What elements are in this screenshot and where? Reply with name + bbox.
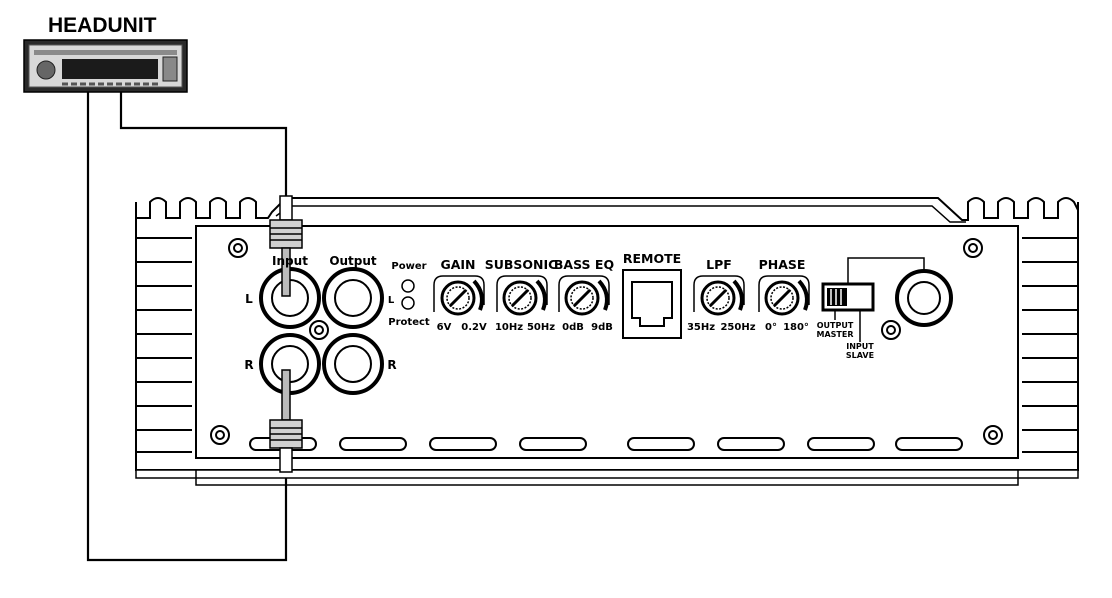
lpf-label: LPF: [706, 257, 732, 272]
screw-icon: [881, 320, 901, 340]
headunit-knob-icon: [36, 60, 56, 80]
output-jack-left[interactable]: [322, 267, 384, 329]
rca-plug-left: [269, 195, 303, 297]
phase-label: PHASE: [759, 257, 806, 272]
phase-max-label: 180°: [783, 322, 809, 333]
rj45-port-icon[interactable]: [631, 281, 673, 327]
switch-slider[interactable]: [827, 288, 847, 306]
screw-icon: [210, 425, 230, 445]
cable-left: [119, 92, 288, 198]
phase-control: PHASE 0° 180°: [758, 257, 810, 333]
led-l-label: L: [388, 295, 395, 306]
bass-eq-max-label: 9dB: [591, 322, 613, 333]
rca-cables: [86, 92, 288, 562]
switch-master-label: MASTER: [817, 330, 854, 339]
bass-eq-label: BASS EQ: [554, 257, 614, 272]
output-channel-right-label: R: [387, 358, 396, 372]
switch-slave-label: SLAVE: [846, 351, 874, 360]
rca-jacks: [259, 267, 953, 395]
gain-control: GAIN 6V 0.2V: [433, 257, 487, 333]
channel-left-label: L: [245, 292, 253, 306]
protect-label: Protect: [388, 317, 430, 328]
headunit: [23, 39, 188, 93]
power-led-icon: [401, 279, 415, 293]
gain-min-label: 6V: [437, 322, 452, 333]
subsonic-knob[interactable]: [502, 280, 538, 316]
phase-min-label: 0°: [765, 322, 777, 333]
power-label: Power: [391, 261, 426, 272]
bass-eq-knob[interactable]: [564, 280, 600, 316]
subsonic-control: SUBSONIC 10Hz 50Hz: [485, 257, 558, 333]
remote-port: REMOTE: [622, 251, 682, 339]
master-slave-switch: OUTPUT MASTER INPUT SLAVE: [817, 257, 925, 360]
input-label: Input: [272, 254, 308, 268]
screw-icon: [963, 238, 983, 258]
channel-right-label: R: [244, 358, 253, 372]
rca-plug-right: [269, 369, 303, 473]
gain-knob[interactable]: [440, 280, 476, 316]
output-label: Output: [329, 254, 377, 268]
screw-icon: [983, 425, 1003, 445]
bass-eq-min-label: 0dB: [562, 322, 584, 333]
lpf-min-label: 35Hz: [687, 322, 715, 333]
headunit-display: [62, 59, 158, 79]
subsonic-min-label: 10Hz: [495, 322, 523, 333]
diagram-title: HEADUNIT: [48, 14, 157, 37]
lpf-max-label: 250Hz: [720, 322, 755, 333]
gain-label: GAIN: [440, 257, 475, 272]
remote-label: REMOTE: [623, 251, 681, 266]
gain-max-label: 0.2V: [461, 322, 487, 333]
speaker-terminal[interactable]: [895, 269, 953, 327]
subsonic-label: SUBSONIC: [485, 257, 558, 272]
subsonic-max-label: 50Hz: [527, 322, 555, 333]
screw-icon: [309, 320, 329, 340]
switch-input-label: INPUT: [846, 342, 874, 351]
phase-knob[interactable]: [764, 280, 800, 316]
screw-icon: [228, 238, 248, 258]
cable-right: [86, 92, 288, 562]
protect-led-icon: [401, 296, 415, 310]
output-jack-right[interactable]: [322, 333, 384, 395]
lpf-knob[interactable]: [700, 280, 736, 316]
lpf-control: LPF 35Hz 250Hz: [687, 257, 756, 333]
switch-output-label: OUTPUT: [817, 321, 854, 330]
bass-eq-control: BASS EQ 0dB 9dB: [554, 257, 614, 333]
